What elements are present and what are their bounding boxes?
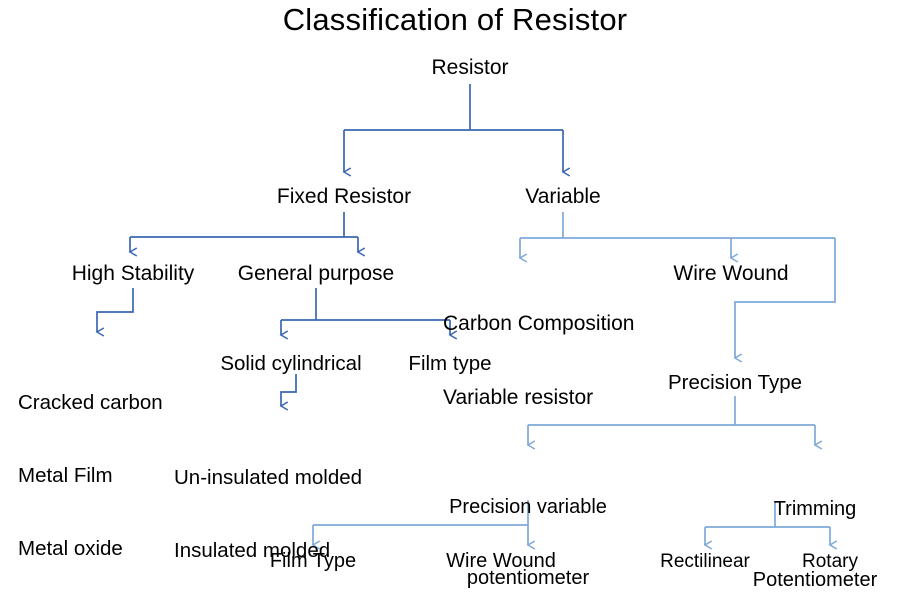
node-fixed-resistor[interactable]: Fixed Resistor (276, 185, 412, 208)
node-solid-cylindrical[interactable]: Solid cylindrical (220, 352, 362, 375)
node-rotary[interactable]: Rotary (802, 551, 858, 572)
node-general-purpose[interactable]: General purpose (237, 262, 395, 285)
node-carbon-composition-line2: Variable resistor (443, 385, 594, 409)
page-title: Classification of Resistor (282, 2, 628, 37)
node-rectilinear[interactable]: Rectilinear (660, 551, 750, 572)
node-variable[interactable]: Variable (525, 185, 601, 208)
node-trimming-line2: Potentiometer (752, 568, 878, 591)
node-precision-type[interactable]: Precision Type (667, 371, 803, 394)
node-resistor[interactable]: Resistor (431, 56, 509, 79)
node-precision-variable-line2: potentiometer (466, 566, 590, 589)
list-item-metal-oxide: Metal oxide (18, 536, 123, 560)
list-item-insulated-molded: Insulated molded (174, 538, 331, 562)
node-wire-wound-bottom[interactable]: Wire Wound (446, 550, 556, 572)
node-carbon-composition-line1: Carbon Composition (443, 311, 635, 335)
node-film-type-bottom[interactable]: Film Type (269, 550, 357, 572)
node-wire-wound-top[interactable]: Wire Wound (673, 262, 789, 285)
list-item-metal-film: Metal Film (18, 463, 113, 487)
node-high-stability-types[interactable]: Cracked carbon Metal Film Metal oxide Wi… (18, 343, 163, 594)
node-precision-variable-potentiometer[interactable]: Precision variable potentiometer (449, 449, 607, 594)
node-carbon-composition-variable-resistor[interactable]: Carbon Composition Variable resistor (443, 262, 634, 460)
list-item-cracked-carbon: Cracked carbon (18, 391, 163, 415)
node-trimming-potentiometer[interactable]: Trimming Potentiometer (753, 451, 878, 594)
node-molded-types[interactable]: Un-insulated molded Insulated molded (174, 418, 362, 594)
node-trimming-line1: Trimming (773, 498, 857, 521)
node-precision-variable-line1: Precision variable (449, 496, 607, 519)
node-high-stability[interactable]: High Stability (71, 262, 195, 285)
list-item-un-insulated-molded: Un-insulated molded (174, 466, 363, 490)
node-film-type-mid[interactable]: Film type (408, 352, 492, 375)
